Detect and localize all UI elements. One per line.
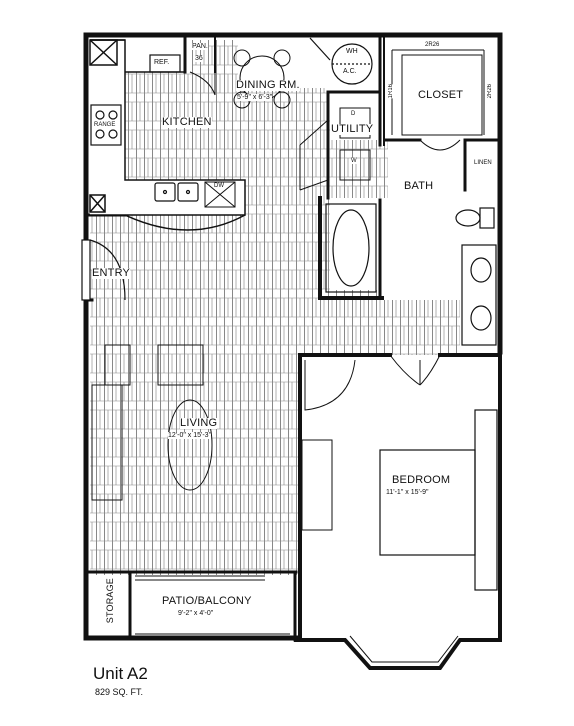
closet-shelf-right-label: 2R26 (487, 84, 493, 99)
bay-window (349, 635, 459, 663)
closet-shelf-top-label: 2R26 (425, 42, 440, 48)
washer-label: W (351, 158, 357, 164)
linen-label: LINEN (474, 160, 492, 166)
range-label: RANGE (94, 122, 116, 128)
unit-area: 829 SQ. FT. (95, 687, 144, 697)
living-label: LIVING (180, 417, 218, 429)
patio-doors (135, 575, 290, 635)
living-furniture (91, 344, 333, 531)
unit-title: Unit A2 (93, 664, 148, 683)
utility-label: UTILITY (331, 123, 374, 135)
exterior-walls (83, 32, 503, 670)
bedroom-dimension: 11'-1" x 15'-9" (386, 489, 429, 496)
range-stove (90, 104, 122, 146)
dishwasher (204, 181, 236, 208)
dryer-label: D (351, 111, 356, 117)
ac-label: A.C. (343, 68, 357, 75)
pantry-door (189, 71, 216, 96)
refrigerator-label: REF. (154, 59, 170, 66)
washer-dryer (299, 107, 371, 191)
storage-label: STORAGE (105, 578, 115, 624)
bathtub (325, 203, 377, 293)
bath-doors (389, 354, 441, 386)
entry-label: ENTRY (92, 267, 131, 279)
toilet (455, 207, 495, 229)
bath-label: BATH (404, 180, 434, 192)
patio-dimension: 9'-2" x 4'-0" (178, 610, 214, 617)
bed (379, 409, 498, 591)
closet-shelf-left-label: 1R16 (388, 84, 394, 99)
dishwasher-label: DW (214, 183, 224, 189)
refrigerator (149, 54, 181, 73)
kitchen-sink (154, 182, 199, 202)
closet-label: CLOSET (418, 89, 464, 101)
bath-vanity (461, 244, 497, 346)
entry-door (81, 239, 126, 301)
dining-label: DINING RM. (236, 79, 300, 91)
bedroom-label: BEDROOM (392, 474, 451, 486)
kitchen-label: KITCHEN (162, 116, 212, 128)
water-heater-label: WH (346, 48, 358, 55)
dining-dimension: 5'-9" x 6'-3" (237, 94, 273, 101)
patio-label: PATIO/BALCONY (162, 595, 252, 607)
water-heater-ac (309, 37, 373, 85)
pantry-number: 36 (195, 55, 203, 62)
living-dimension: 12'-0" x 15'-3" (168, 432, 212, 439)
pantry-label: PAN. (192, 43, 208, 50)
bedroom-door (304, 359, 356, 411)
